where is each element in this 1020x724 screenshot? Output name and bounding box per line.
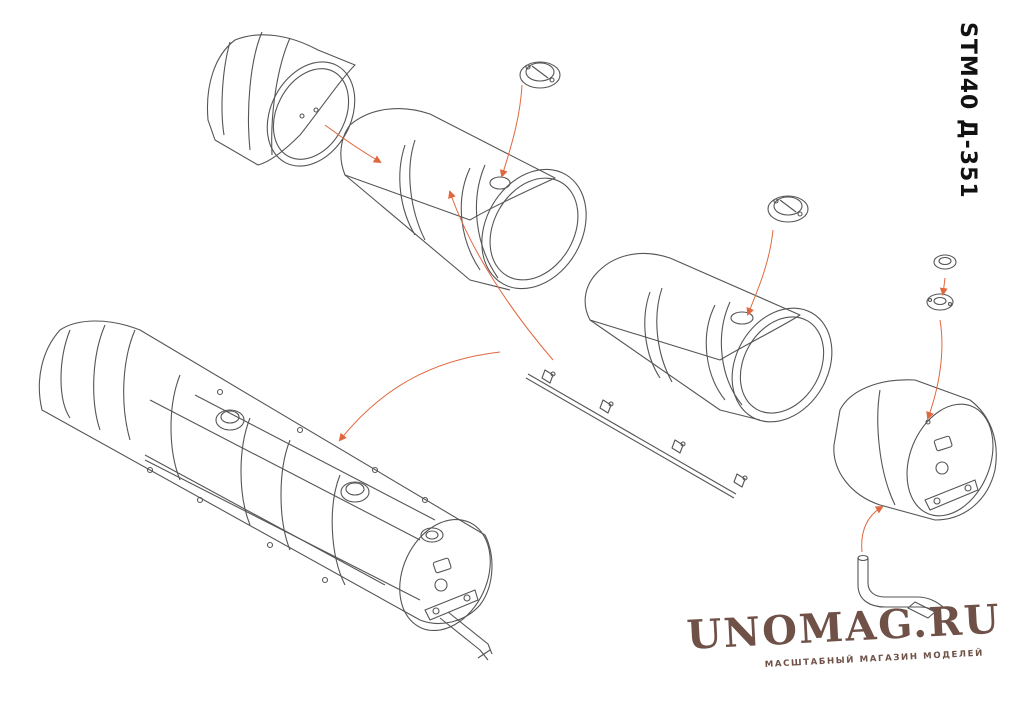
assembly-arrow (324, 124, 382, 164)
assembly-arrow (499, 84, 523, 178)
assembly-arrow (746, 229, 774, 316)
assembly-arrow (861, 506, 884, 553)
assembled-tank (38, 320, 493, 661)
rod-with-clamps (525, 369, 748, 499)
filler-cap (519, 61, 561, 89)
assembly-arrow (448, 190, 554, 361)
outlet-pipe (857, 554, 945, 619)
filler-neck-ring (933, 254, 957, 270)
assembly-arrow (926, 319, 943, 420)
end-cap (206, 31, 356, 167)
filler-cap (767, 195, 809, 223)
tank-section-middle (584, 252, 833, 423)
assembly-arrow (939, 277, 948, 296)
tank-section-front (340, 108, 587, 291)
filler-flange (926, 293, 954, 311)
model-code-label: STM40 Д-351 (955, 22, 980, 199)
assembly-arrow (338, 351, 501, 442)
tank-rear-section (833, 379, 997, 521)
